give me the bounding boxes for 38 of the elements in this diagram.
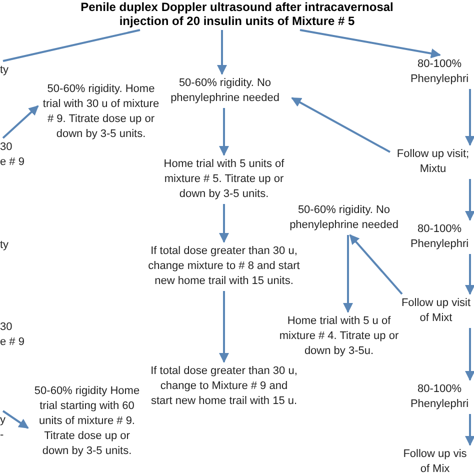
arrow (2, 105, 39, 139)
arrow (465, 414, 474, 446)
arrow (343, 235, 353, 313)
arrow (300, 29, 441, 58)
step-text: 30 (0, 140, 14, 155)
arrow (349, 234, 403, 295)
arrow (465, 328, 474, 381)
arrow (291, 97, 390, 153)
step-text: e # 9 (0, 335, 26, 350)
arrow (465, 89, 474, 146)
step-text: e # 9 (0, 155, 26, 170)
step-text: Home trial with 5 units of mixture # 5. Titrate up or down by 3-5 units. (162, 157, 286, 202)
title-text: Penile duplex Doppler ultrasound after intracavernosal injection of 20 insulin units of Mixture # 5 (80, 0, 394, 28)
step-text: Follow up visit of Mixt (400, 296, 472, 326)
step-text: If total dose greater than 30 u, change to Mixture # 9 and start new home trail with 15 u. (150, 364, 298, 409)
step-text: - (0, 428, 5, 443)
step-text: Follow up vis of Mix (402, 447, 468, 474)
step-text: ty (0, 63, 10, 78)
step-text: 50-60% rigidity Home trial starting with 60 units of mixture # 9. Titrate dose up or down by 3-5 units. (33, 384, 141, 459)
step-text: 50-60% rigidity. No phenylephrine needed (170, 76, 280, 106)
step-text: 50-60% rigidity. Home trial with 30 u of mixture # 9. Titrate dose up or down by 3-5 units. (42, 82, 160, 142)
step-text: 30 (0, 320, 14, 335)
step-text: If total dose greater than 30 u, change mixture to # 8 and start new home trail with 15 units. (148, 244, 300, 289)
step-text: 80-100% Phenylephri (409, 382, 470, 412)
arrow (217, 30, 227, 75)
arrow (219, 204, 229, 243)
step-text: Follow up visit; Mixtu (396, 147, 470, 177)
step-text: y (0, 413, 6, 428)
arrow (465, 179, 474, 221)
step-text: 80-100% Phenylephri (409, 222, 470, 252)
step-text: 80-100% Phenylephri (409, 57, 470, 87)
arrow (219, 108, 229, 156)
arrow (465, 254, 474, 295)
arrow (219, 291, 229, 363)
step-text: ty (0, 238, 10, 253)
arrow (2, 410, 29, 429)
step-text: 50-60% rigidity. No phenylephrine needed (288, 203, 400, 233)
step-text: Home trial with 5 u of mixture # 4. Titrate up or down by 3-5u. (278, 314, 400, 359)
